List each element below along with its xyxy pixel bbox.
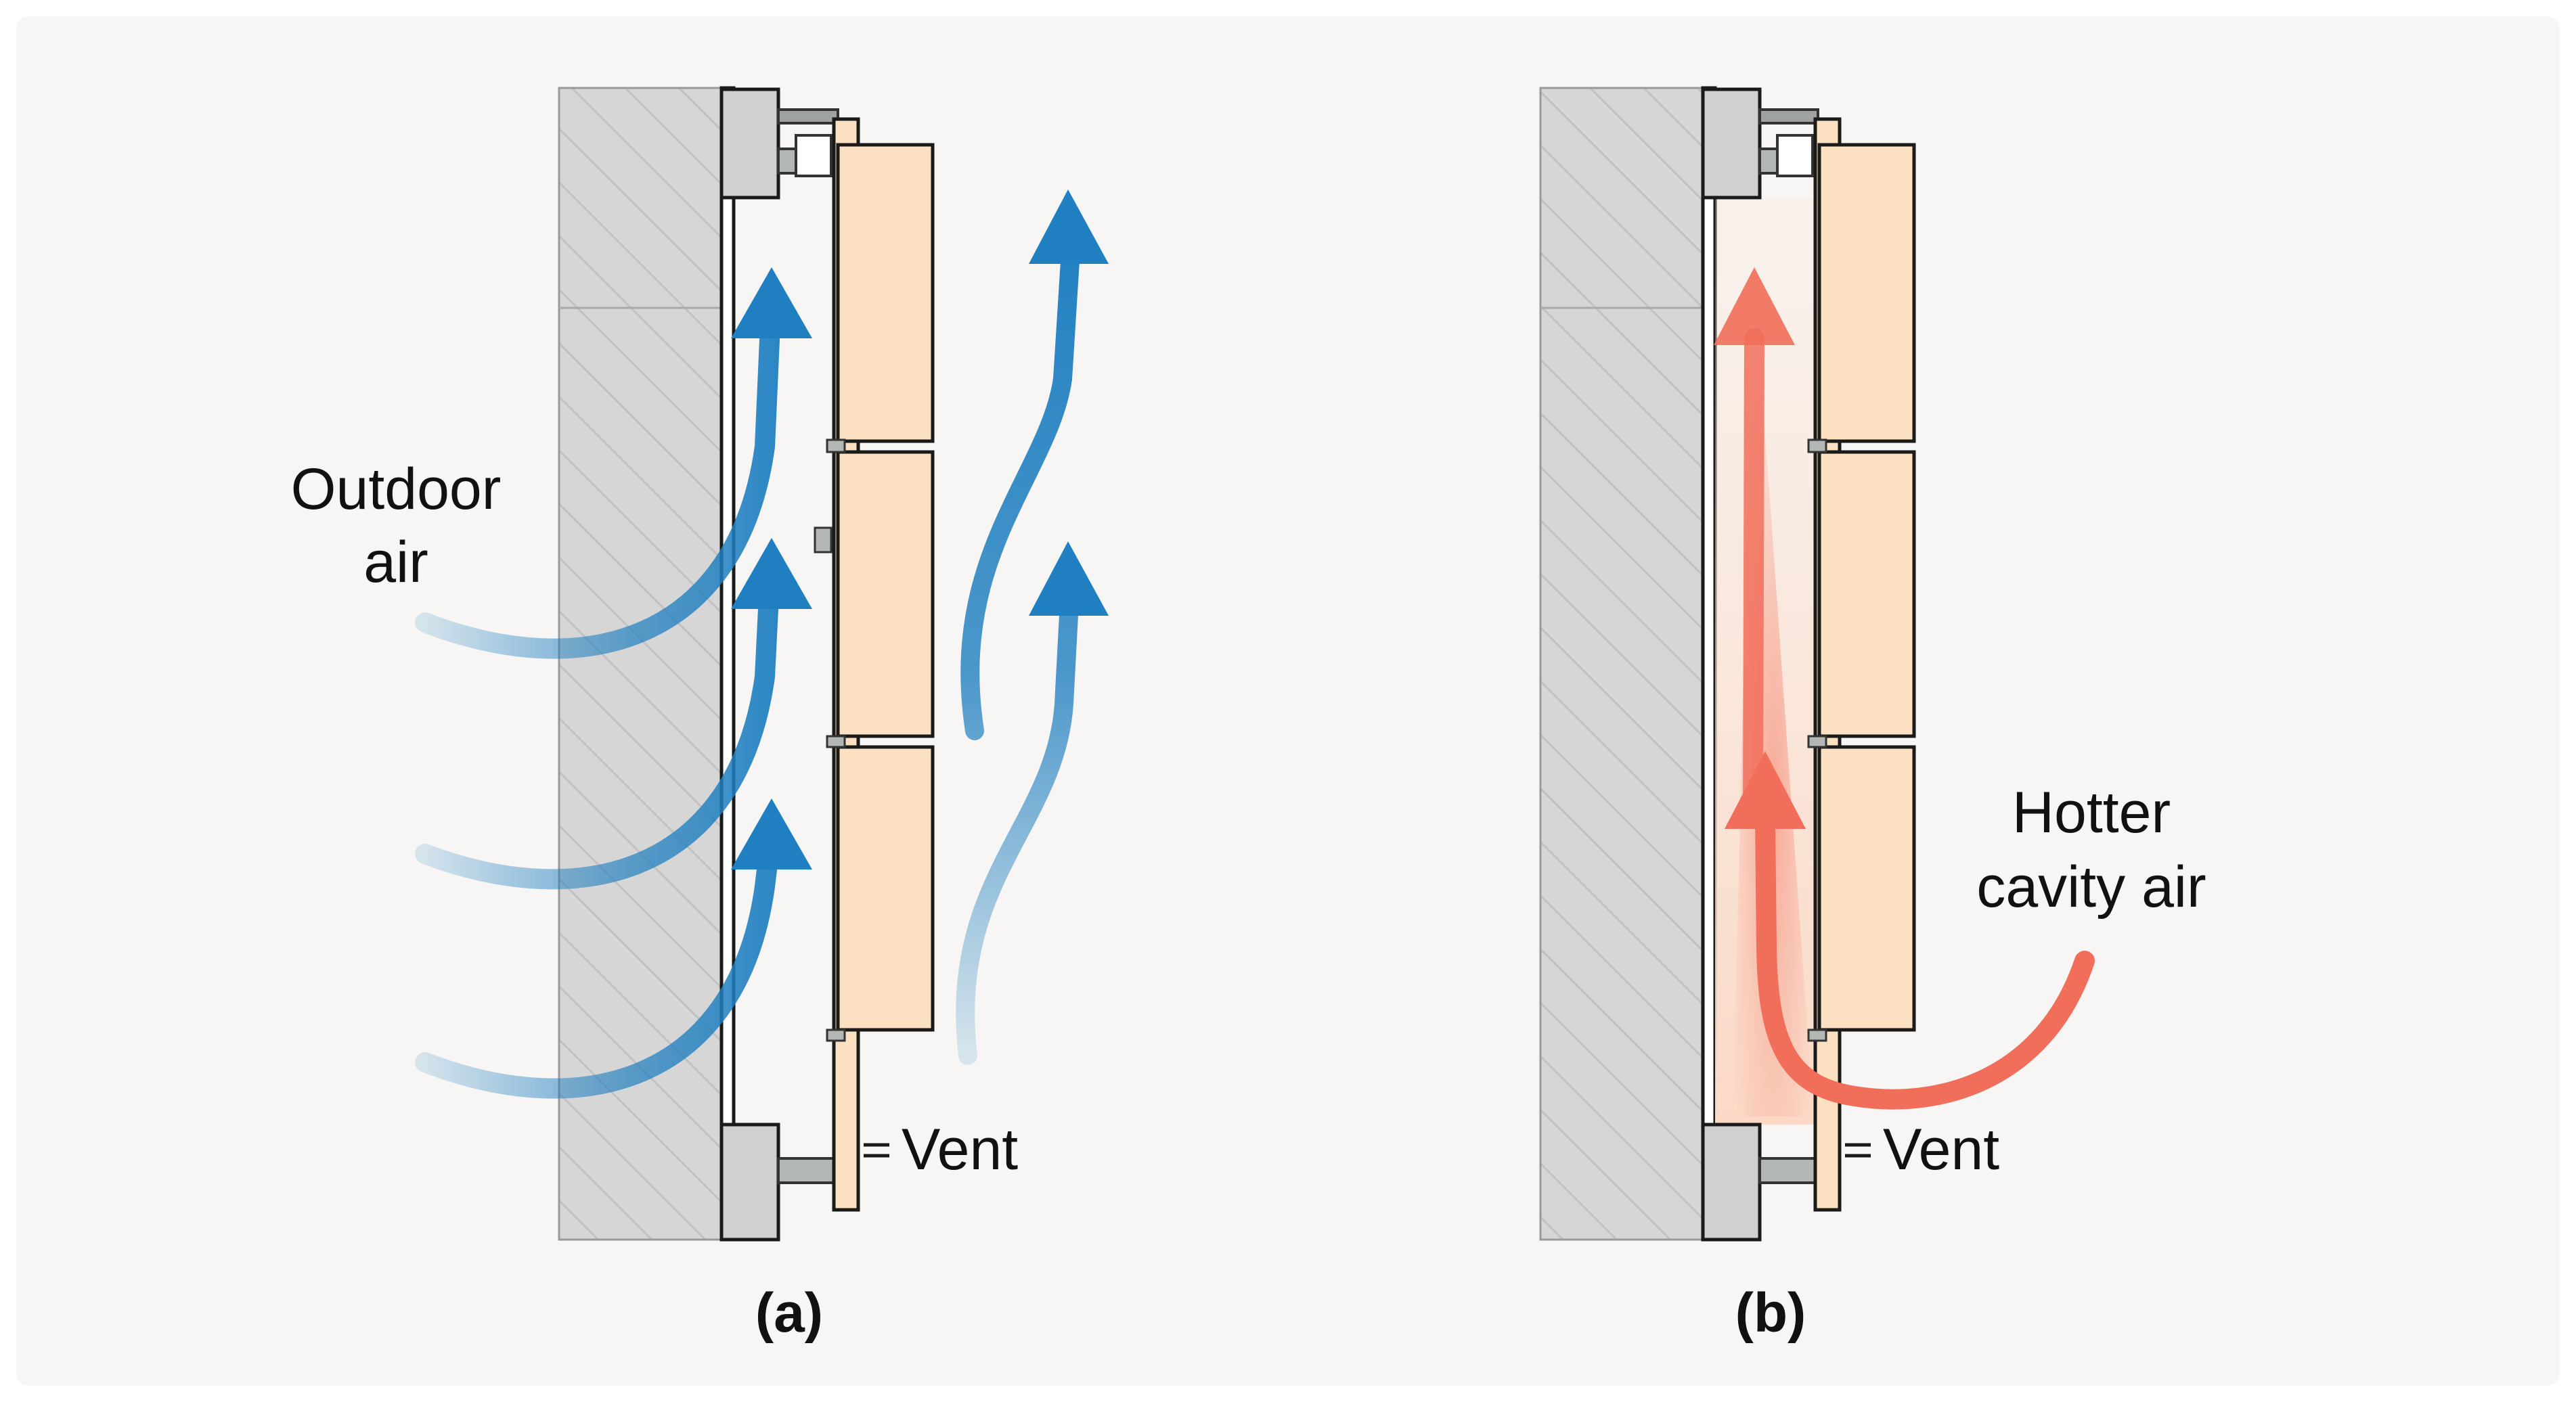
- top-bracket-clip: [795, 134, 832, 177]
- panel-clip: [826, 1028, 846, 1042]
- panel-clip: [814, 526, 832, 553]
- panel-clip: [826, 735, 846, 748]
- arrowhead: [1725, 751, 1806, 829]
- hotter-cavity-air-label: Hotter: [2012, 780, 2171, 845]
- arrowhead: [731, 538, 812, 609]
- inflow-arrow: [415, 842, 779, 1099]
- top-bracket-block: [1701, 87, 1762, 200]
- outdoor-air-label: Outdoor: [291, 457, 502, 522]
- inflow-arrow: [415, 585, 779, 890]
- masonry-wall: [1539, 87, 1704, 1241]
- panel-clip: [826, 438, 846, 453]
- top-bracket-clip: [1776, 134, 1814, 177]
- rising-arrow: [956, 593, 1079, 1065]
- top-bracket-arm: [777, 108, 839, 125]
- bottom-bracket-block: [1701, 1123, 1762, 1242]
- cladding-panel: [836, 143, 935, 443]
- outdoor-air-label-line2: air: [363, 530, 428, 595]
- back-board: [1701, 86, 1717, 1242]
- arrowhead: [731, 798, 812, 869]
- bottom-bracket-arm: [1758, 1157, 1819, 1184]
- arrowhead: [1714, 267, 1795, 345]
- outdoor-air-arrows: [415, 315, 780, 1099]
- rising-arrow: [960, 241, 1080, 740]
- top-bracket-block: [719, 87, 780, 200]
- exterior-air-arrows: [956, 241, 1080, 1065]
- hot-air-inflow-arrow: [1755, 809, 2095, 1110]
- figure-background: [16, 16, 2560, 1386]
- bottom-bracket-arm: [777, 1157, 839, 1184]
- panel-b: Hotter cavity air Vent (b): [1539, 86, 2206, 1344]
- hot-air-rise-arrow: [1743, 328, 1764, 822]
- panel-clip: [1807, 1028, 1827, 1042]
- panel-clip: [1807, 438, 1827, 453]
- panel-clip: [1807, 735, 1827, 748]
- cladding-panel: [1817, 143, 1916, 443]
- hotter-cavity-air-label-line2: cavity air: [1976, 855, 2206, 920]
- cladding-panel: [836, 450, 935, 738]
- cladding-panel: [1817, 745, 1916, 1032]
- arrowhead: [1029, 541, 1109, 616]
- inflow-arrowheads: [731, 267, 812, 869]
- vent-label: Vent: [1883, 1117, 1999, 1182]
- arrowhead: [731, 267, 812, 338]
- panel-a: Outdoor air Vent (a): [291, 86, 1109, 1344]
- cladding-panel: [836, 745, 935, 1032]
- cladding-panel: [1817, 450, 1916, 738]
- panel-b-caption: (b): [1735, 1282, 1806, 1344]
- panel-a-caption: (a): [755, 1282, 823, 1344]
- vent-label: Vent: [902, 1117, 1018, 1182]
- back-board: [719, 86, 736, 1242]
- exterior-arrowheads: [1029, 189, 1109, 616]
- bottom-bracket-block: [719, 1123, 780, 1242]
- arrowhead: [1029, 189, 1109, 264]
- inflow-arrow: [415, 315, 780, 659]
- top-bracket-arm: [1758, 108, 1819, 125]
